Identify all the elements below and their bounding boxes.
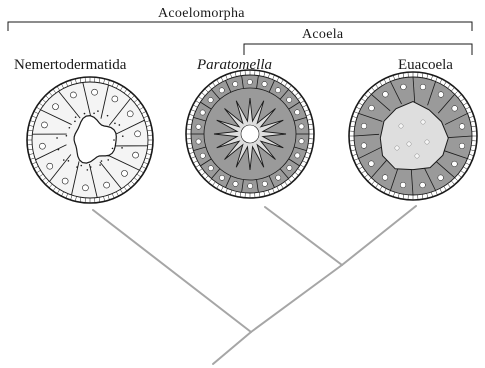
taxon-label-nemertodermatida: Nemertodermatida (14, 57, 126, 73)
taxon-label-paratomella: Paratomella (197, 57, 272, 73)
euacoela-cross-section (349, 72, 477, 200)
tree-root (213, 332, 251, 364)
tree-branch-paratomella (265, 207, 342, 265)
acoelomorpha-bracket (8, 22, 472, 31)
tree-branch-euacoela (342, 206, 416, 265)
phylogenetic-tree (93, 206, 416, 364)
taxon-label-euacoela: Euacoela (398, 57, 453, 73)
tree-branch-acoela-stem (251, 265, 342, 332)
acoela-label: Acoela (302, 27, 343, 43)
acoelomorpha-label: Acoelomorpha (158, 6, 245, 22)
acoela-bracket (244, 44, 472, 55)
tree-branch-nemertodermatida (93, 210, 251, 332)
paratomella-cross-section (186, 70, 314, 198)
nemertodermatida-cross-section (27, 77, 153, 203)
